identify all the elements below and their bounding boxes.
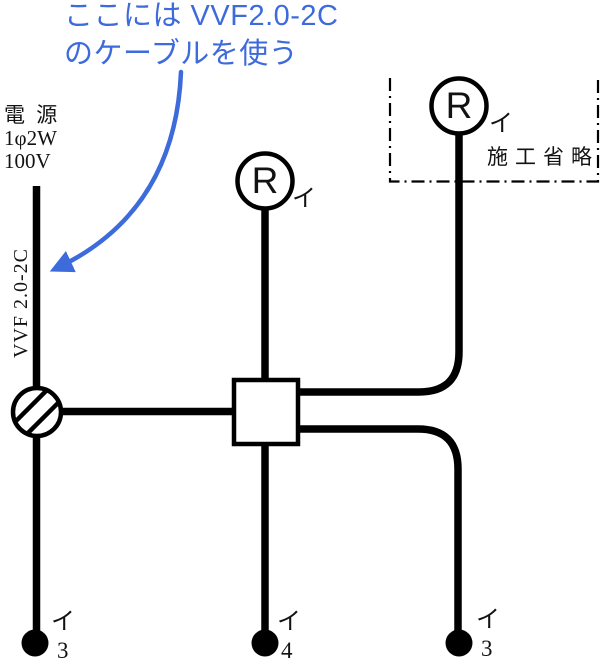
annotation-arrow: [49, 69, 184, 273]
outlet-left-branch: イ: [51, 609, 75, 635]
annotation-line1: ここには VVF2.0-2C: [64, 0, 339, 32]
outlet-left-count: 3: [57, 638, 69, 663]
power-name-label: 電 源: [4, 103, 61, 127]
outlet-right-symbol: [445, 629, 473, 657]
wire-omitted-lamp: [297, 132, 463, 396]
outlet-center-branch: イ: [277, 609, 301, 635]
outlet-center-symbol: [251, 629, 279, 657]
junction-box-symbol: [231, 377, 301, 447]
lamp-receptacle-center-symbol: [235, 151, 295, 211]
lamp-omitted-letter: R: [445, 84, 473, 126]
omission-label: 施工省略: [487, 145, 599, 169]
outlet-left-symbol: [21, 629, 49, 657]
power-voltage-label: 100V: [4, 149, 51, 173]
lamp-center-letter: R: [251, 159, 279, 201]
lamp-omitted-branch: イ: [489, 111, 513, 137]
lamp-receptacle-omitted-symbol: [429, 76, 489, 136]
annotation-line2: のケーブルを使う: [64, 38, 299, 70]
power-phase-label: 1φ2W: [4, 126, 57, 150]
omission-dashed-box: [388, 78, 600, 183]
cable-type-label: VVF 2.0-2C: [10, 247, 32, 358]
outlet-center-count: 4: [281, 638, 293, 663]
lamp-center-branch: イ: [292, 186, 316, 212]
outlet-right-branch: イ: [476, 607, 500, 633]
wire-right-drop: [297, 425, 462, 633]
outlet-right-count: 3: [481, 636, 493, 661]
vvf-joint-box-symbol: [10, 385, 64, 439]
